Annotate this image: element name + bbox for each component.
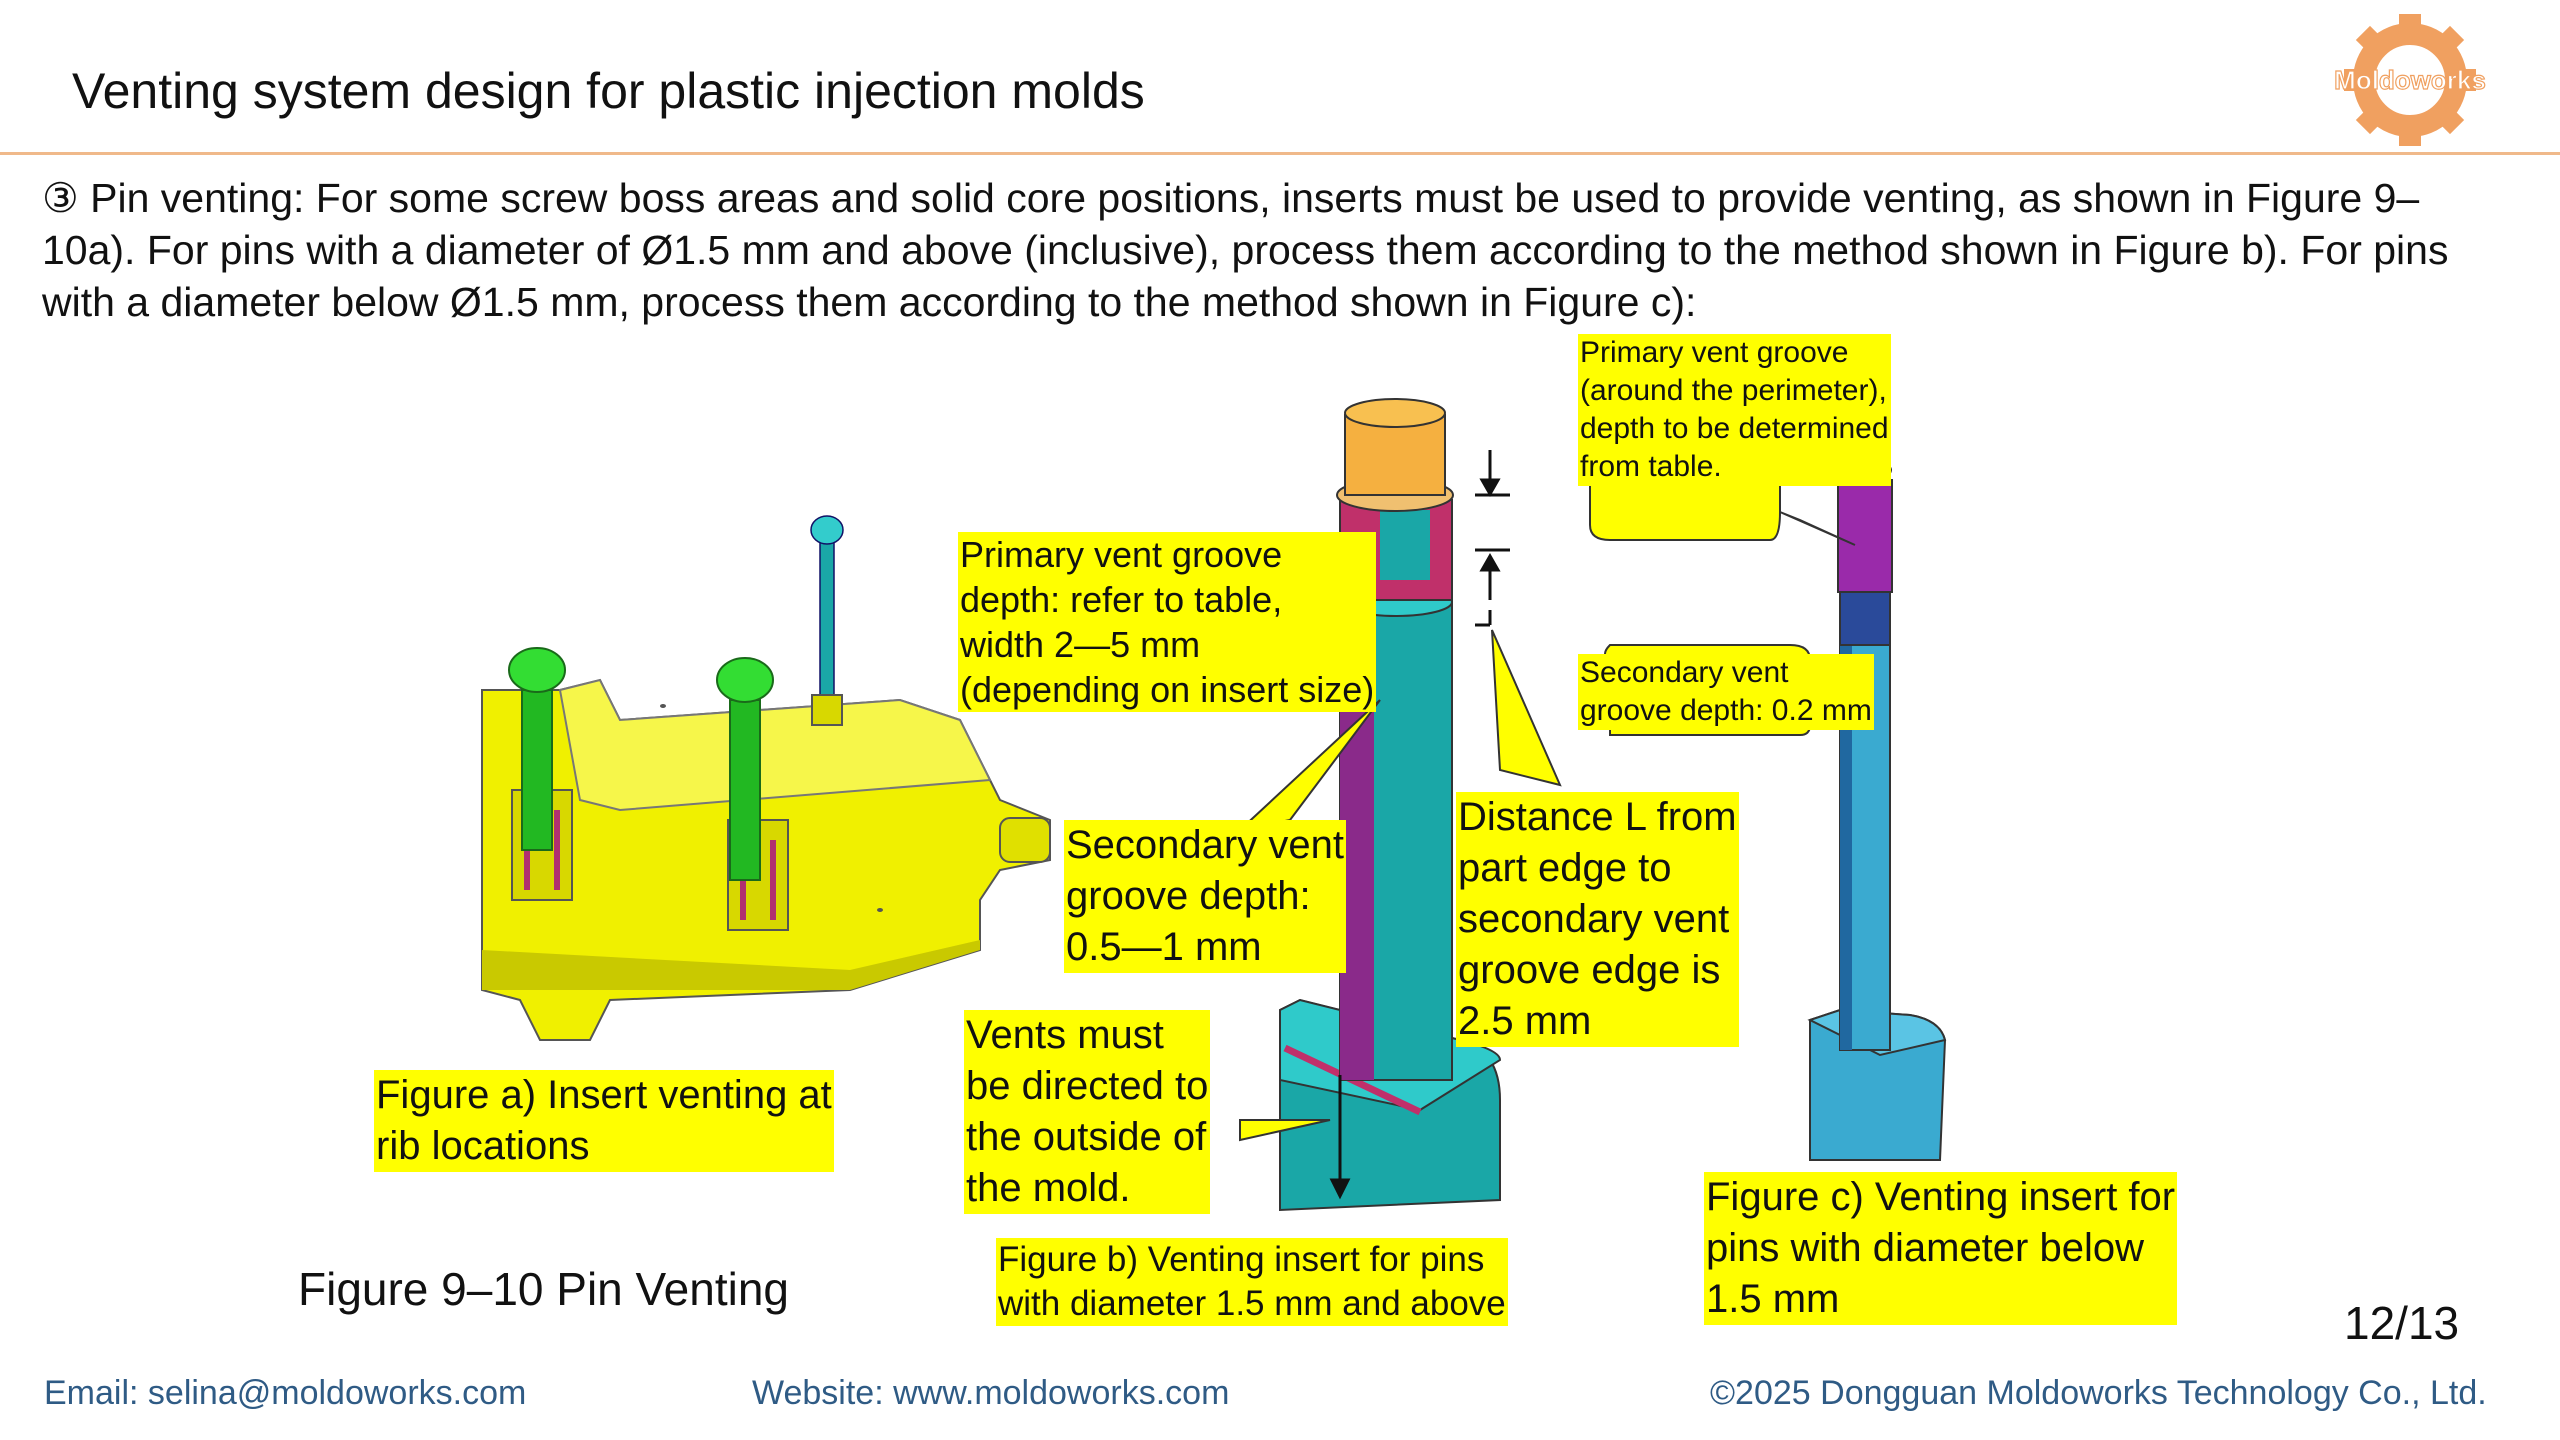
figure-caption: Figure 9–10 Pin Venting <box>298 1263 790 1315</box>
label-primary-groove-c: Primary vent groove (around the perimete… <box>1578 334 1891 486</box>
page-title: Venting system design for plastic inject… <box>72 63 1145 119</box>
page-number: 12/13 <box>2344 1297 2460 1349</box>
header-divider <box>0 152 2560 155</box>
figure-a-pin-left <box>508 647 566 851</box>
label-vents-directed: Vents must be directed to the outside of… <box>964 1010 1211 1214</box>
figure-b-dimension-marks <box>1329 450 1510 1200</box>
moldoworks-logo: Moldoworks <box>2334 14 2486 146</box>
footer-copyright: ©2025 Dongguan Moldoworks Technology Co.… <box>1710 1374 2487 1412</box>
label-distance-l: Distance L from part edge to secondary v… <box>1456 792 1739 1047</box>
figure-a-ejector-pin <box>810 515 844 726</box>
gear-icon <box>2344 14 2476 146</box>
label-primary-groove-b: Primary vent groove depth: refer to tabl… <box>958 532 1377 712</box>
label-figure-c: Figure c) Venting insert for pins with d… <box>1704 1172 2178 1325</box>
label-secondary-groove-b: Secondary vent groove depth: 0.5—1 mm <box>1064 820 1346 973</box>
intro-paragraph: ③ Pin venting: For some screw boss areas… <box>42 175 2449 325</box>
figure-a-pin-right <box>716 657 774 881</box>
footer-website[interactable]: Website: www.moldoworks.com <box>752 1374 1230 1412</box>
label-figure-a: Figure a) Insert venting at rib location… <box>374 1070 834 1172</box>
figure-c-insert <box>1807 459 1947 1161</box>
logo-text: Moldoworks <box>2334 65 2486 95</box>
footer-email[interactable]: Email: selina@moldoworks.com <box>44 1374 527 1412</box>
label-figure-b: Figure b) Venting insert for pins with d… <box>996 1238 1508 1326</box>
label-secondary-groove-c: Secondary vent groove depth: 0.2 mm <box>1578 654 1874 730</box>
